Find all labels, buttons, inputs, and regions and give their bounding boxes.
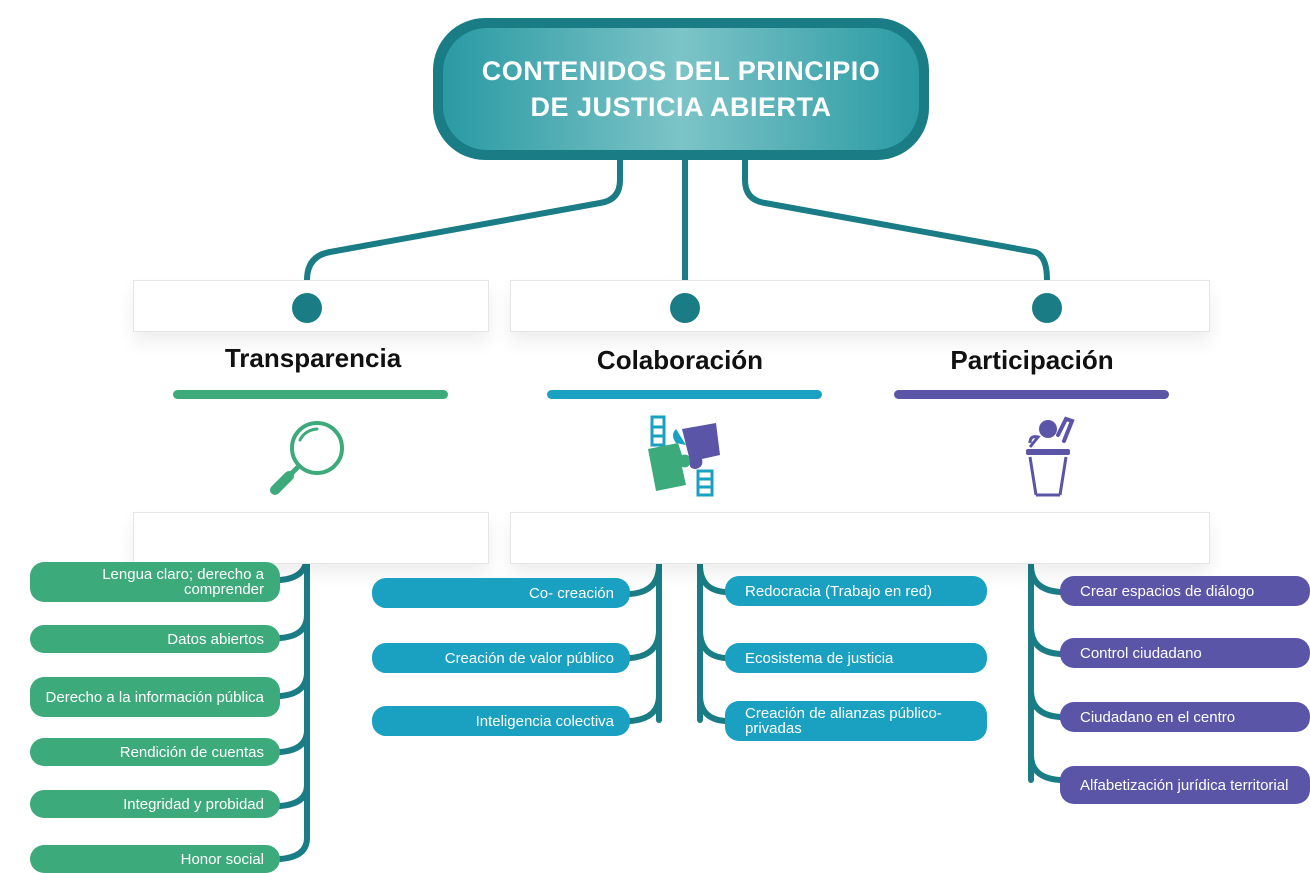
item-ciudadano-centro: Ciudadano en el centro xyxy=(1060,702,1310,732)
magnifying-glass-icon xyxy=(270,421,344,495)
main-title-inner: CONTENIDOS DEL PRINCIPIO DE JUSTICIA ABI… xyxy=(443,28,919,150)
item-derecho-informacion: Derecho a la información pública xyxy=(30,677,280,717)
column-title-participacion: Participación xyxy=(950,345,1114,375)
bar-participacion xyxy=(894,390,1169,399)
band-top-left xyxy=(133,280,489,332)
puzzle-collaboration-icon xyxy=(648,415,720,497)
item-integridad-probidad: Integridad y probidad xyxy=(30,790,280,818)
item-datos-abiertos: Datos abiertos xyxy=(30,625,280,653)
band-top-right xyxy=(510,280,1210,332)
main-title: CONTENIDOS DEL PRINCIPIO DE JUSTICIA ABI… xyxy=(481,56,881,122)
column-title-transparencia: Transparencia xyxy=(224,343,402,373)
item-alfabetizacion-juridica: Alfabetización jurídica territorial xyxy=(1060,766,1310,804)
item-control-ciudadano: Control ciudadano xyxy=(1060,638,1310,668)
item-honor-social: Honor social xyxy=(30,845,280,873)
bar-transparencia xyxy=(173,390,448,399)
band-bottom-left xyxy=(133,512,489,564)
column-title-colaboracion: Colaboración xyxy=(596,345,764,375)
item-inteligencia-colectiva: Inteligencia colectiva xyxy=(372,706,630,736)
item-ecosistema-justicia: Ecosistema de justicia xyxy=(725,643,987,673)
speaker-podium-icon xyxy=(1026,416,1075,497)
item-creacion-valor-publico: Creación de valor público xyxy=(372,643,630,673)
bar-colaboracion xyxy=(547,390,822,399)
band-bottom-right xyxy=(510,512,1210,564)
item-redocracia: Redocracia (Trabajo en red) xyxy=(725,576,987,606)
item-crear-espacios-dialogo: Crear espacios de diálogo xyxy=(1060,576,1310,606)
item-lengua-claro: Lengua claro; derecho a comprender xyxy=(30,562,280,602)
item-alianzas-publico-privadas: Creación de alianzas público- privadas xyxy=(725,701,987,741)
item-co-creacion: Co- creación xyxy=(372,578,630,608)
main-title-box: CONTENIDOS DEL PRINCIPIO DE JUSTICIA ABI… xyxy=(433,18,929,160)
item-rendicion-cuentas: Rendición de cuentas xyxy=(30,738,280,766)
